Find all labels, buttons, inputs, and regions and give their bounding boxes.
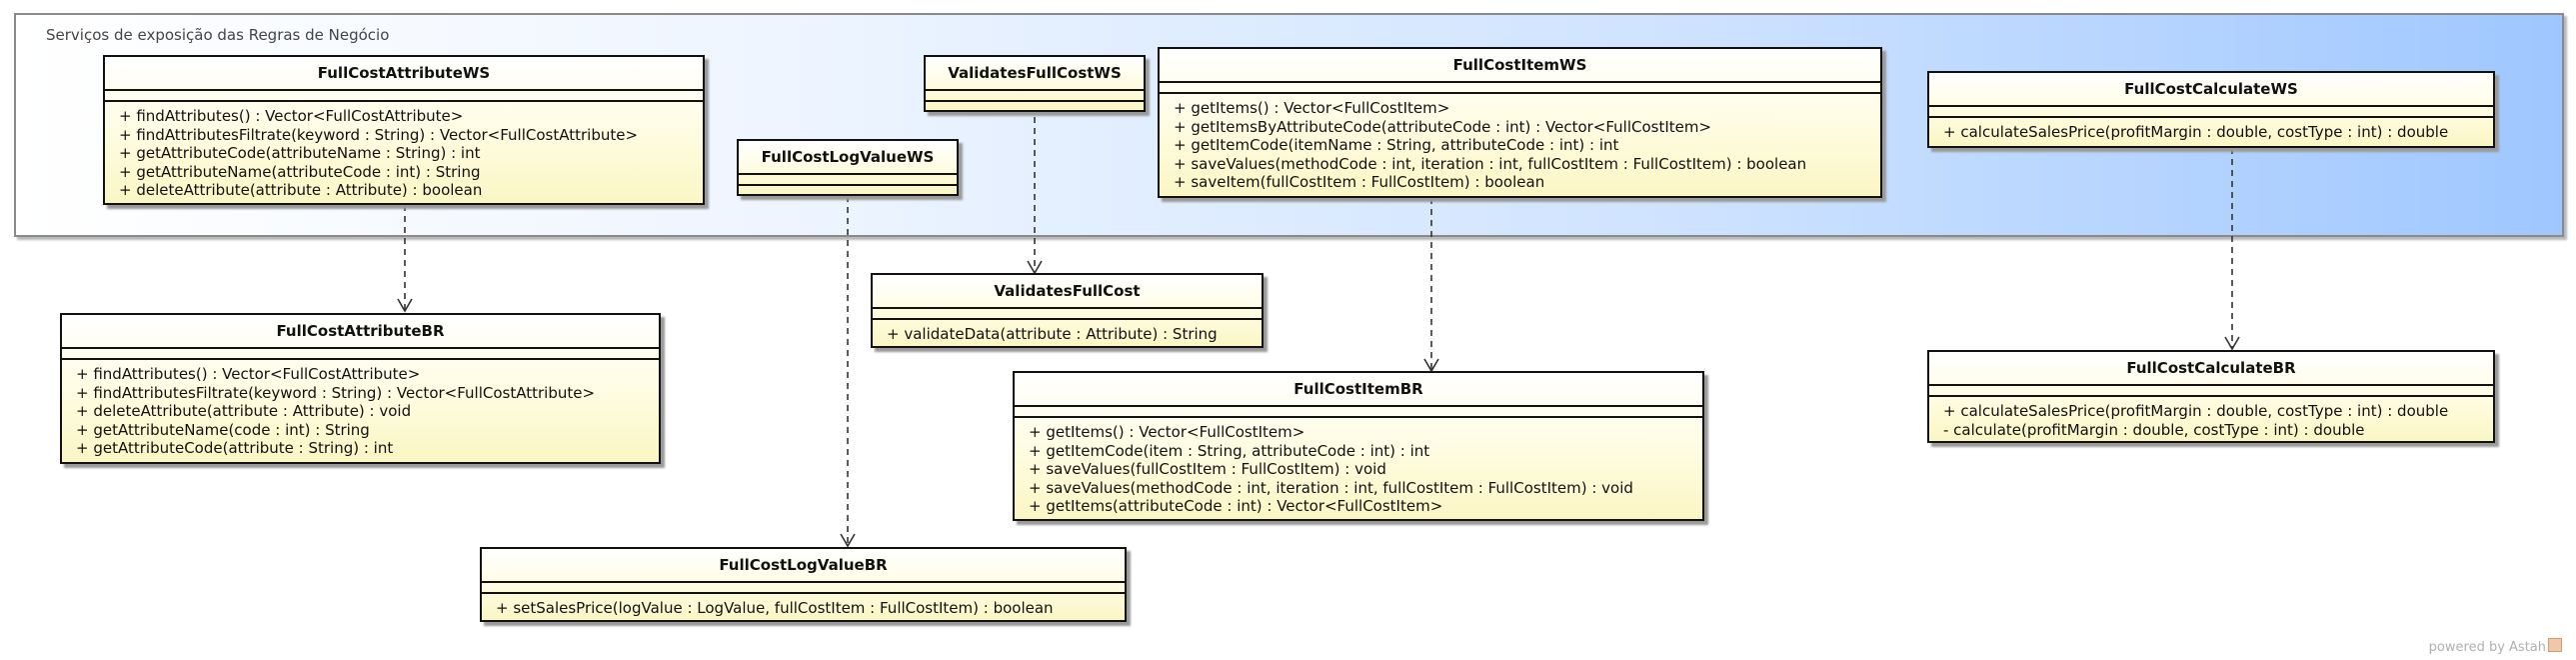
operation: + findAttributesFiltrate(keyword : Strin…: [76, 383, 596, 402]
operation: + calculateSalesPrice(profitMargin : dou…: [1943, 402, 2449, 420]
operation: + deleteAttribute(attribute : Attribute)…: [119, 181, 483, 199]
operation: + saveValues(methodCode : int, iteration…: [1174, 154, 1807, 173]
class-name: FullCostCalculateWS: [1929, 73, 2493, 107]
class-fullcostlogvaluews[interactable]: FullCostLogValueWS: [737, 139, 959, 196]
class-operations-compartment: + validateData(attribute : Attribute) : …: [873, 320, 1262, 349]
operation: + saveItem(fullCostItem : FullCostItem) …: [1174, 173, 1545, 191]
operation: + getItems() : Vector<FullCostItem>: [1174, 99, 1450, 117]
operation: + getItems(attributeCode : int) : Vector…: [1029, 497, 1443, 515]
operation: + validateData(attribute : Attribute) : …: [887, 325, 1218, 343]
operation: + getItemsByAttributeCode(attributeCode …: [1174, 117, 1712, 136]
class-name: FullCostItemBR: [1015, 373, 1702, 407]
class-name: ValidatesFullCost: [873, 275, 1262, 309]
class-fullcostattributebr[interactable]: FullCostAttributeBR + findAttributes() :…: [60, 313, 661, 464]
package-label: Serviços de exposição das Regras de Negó…: [46, 26, 390, 44]
arrowhead-attribute: [397, 298, 413, 313]
operation: + getItemCode(item : String, attributeCo…: [1029, 441, 1430, 460]
class-operations-compartment: + getItems() : Vector<FullCostItem> + ge…: [1015, 418, 1702, 521]
astah-logo-icon: [2548, 638, 2562, 652]
class-attributes-compartment: [873, 309, 1262, 320]
operation: + getAttributeName(attributeCode : int) …: [119, 162, 481, 181]
class-attributes-compartment: [926, 91, 1144, 102]
class-validatesfullcostws[interactable]: ValidatesFullCostWS: [924, 55, 1146, 112]
class-name: FullCostLogValueWS: [739, 141, 957, 175]
operation: - calculate(profitMargin : double, costT…: [1943, 420, 2365, 439]
operation: + calculateSalesPrice(profitMargin : dou…: [1943, 123, 2449, 141]
class-name: FullCostItemWS: [1160, 49, 1880, 83]
astah-watermark: powered by Astah: [2429, 638, 2562, 655]
class-operations-compartment: + findAttributes() : Vector<FullCostAttr…: [62, 360, 659, 463]
class-attributes-compartment: [1160, 83, 1880, 94]
class-fullcostitembr[interactable]: FullCostItemBR + getItems() : Vector<Ful…: [1013, 371, 1704, 521]
class-attributes-compartment: [1015, 407, 1702, 418]
class-name: FullCostLogValueBR: [482, 549, 1125, 583]
operation: + findAttributes() : Vector<FullCostAttr…: [119, 107, 464, 125]
class-operations-compartment: + getItems() : Vector<FullCostItem> + ge…: [1160, 94, 1880, 197]
class-name: FullCostCalculateBR: [1929, 352, 2493, 386]
class-operations-compartment: + calculateSalesPrice(profitMargin : dou…: [1929, 397, 2493, 444]
arrowhead-calculate: [2224, 336, 2240, 351]
operation: + saveValues(methodCode : int, iteration…: [1029, 478, 1633, 497]
class-attributes-compartment: [1929, 107, 2493, 118]
operation: + getItems() : Vector<FullCostItem>: [1029, 423, 1305, 441]
operation: + findAttributesFiltrate(keyword : Strin…: [119, 125, 639, 144]
class-attributes-compartment: [1929, 386, 2493, 397]
class-name: FullCostAttributeWS: [105, 57, 703, 91]
operation: + getItemCode(itemName : String, attribu…: [1174, 136, 1619, 154]
operation: + deleteAttribute(attribute : Attribute)…: [76, 402, 412, 420]
class-name: ValidatesFullCostWS: [926, 57, 1144, 91]
class-fullcostitemws[interactable]: FullCostItemWS + getItems() : Vector<Ful…: [1158, 47, 1882, 198]
arrowhead-logvalue: [840, 533, 856, 548]
class-operations-compartment: + calculateSalesPrice(profitMargin : dou…: [1929, 118, 2493, 147]
operation: + saveValues(fullCostItem : FullCostItem…: [1029, 460, 1386, 478]
class-validatesfullcost[interactable]: ValidatesFullCost + validateData(attribu…: [871, 273, 1264, 348]
class-operations-compartment: + findAttributes() : Vector<FullCostAttr…: [105, 102, 703, 205]
class-attributes-compartment: [739, 175, 957, 186]
operation: + getAttributeCode(attribute : String) :…: [76, 439, 394, 457]
operation: + getAttributeName(code : int) : String: [76, 420, 370, 439]
class-attributes-compartment: [62, 349, 659, 360]
operation: + setSalesPrice(logValue : LogValue, ful…: [496, 599, 1054, 617]
class-operations-compartment: + setSalesPrice(logValue : LogValue, ful…: [482, 594, 1125, 623]
class-fullcostcalculatebr[interactable]: FullCostCalculateBR + calculateSalesPric…: [1927, 350, 2495, 443]
operation: + getAttributeCode(attributeName : Strin…: [119, 144, 481, 162]
class-attributes-compartment: [105, 91, 703, 102]
class-fullcostcalculatews[interactable]: FullCostCalculateWS + calculateSalesPric…: [1927, 71, 2495, 148]
operation: + findAttributes() : Vector<FullCostAttr…: [76, 365, 421, 383]
watermark-text: powered by Astah: [2428, 640, 2546, 655]
class-fullcostattributews[interactable]: FullCostAttributeWS + findAttributes() :…: [103, 55, 705, 205]
class-fullcostlogvaluebr[interactable]: FullCostLogValueBR + setSalesPrice(logVa…: [480, 547, 1127, 622]
class-attributes-compartment: [482, 583, 1125, 594]
class-name: FullCostAttributeBR: [62, 315, 659, 349]
